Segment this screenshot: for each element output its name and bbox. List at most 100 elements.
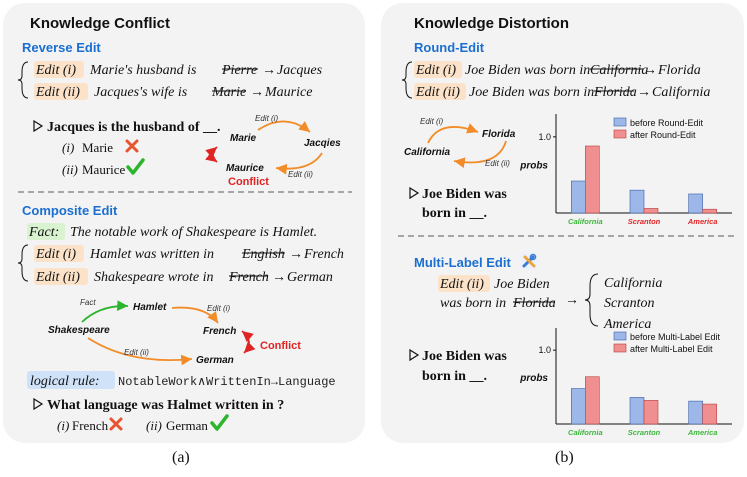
edge-round-edit-i <box>427 123 479 144</box>
panel-a-title: Knowledge Conflict <box>30 15 170 32</box>
rule-tag: logical rule: <box>30 374 100 389</box>
reverse-edit2-old: Marie <box>211 85 246 100</box>
legend-label: before Round-Edit <box>630 118 704 128</box>
composite-answer1: French <box>72 418 109 433</box>
y-tick-label: 1.0 <box>538 132 551 142</box>
edge-label-edit-i: Edit (i) <box>420 117 443 126</box>
multi-edit-text-line1: Joe Biden <box>494 277 550 292</box>
x-tick-label: Scranton <box>628 217 661 226</box>
legend-swatch <box>613 343 627 353</box>
cross-icon <box>109 417 123 431</box>
composite-edit1-text: Hamlet was written in <box>89 247 214 262</box>
bar-california-before <box>571 388 586 425</box>
legend-label: after Multi-Label Edit <box>630 344 713 354</box>
reverse-edit2-new: Maurice <box>264 85 312 100</box>
cross-icon <box>125 139 139 153</box>
edit-tag-highlight <box>34 83 88 100</box>
composite-edit2-new: German <box>287 270 333 285</box>
round-edit2-tag: Edit (ii) <box>415 85 460 100</box>
reverse-answer1: Marie <box>82 140 113 155</box>
conflict-arrow <box>241 330 256 354</box>
bar-america-before <box>688 193 703 214</box>
panel-b-caption: (b) <box>555 449 574 466</box>
edge-composite-edit-i <box>171 306 219 324</box>
node-marie: Marie <box>230 133 257 144</box>
option-scranton: Scranton <box>604 296 655 311</box>
arrow-glyph: → <box>565 293 579 308</box>
reverse-edit1-old: Pierre <box>221 63 257 78</box>
round-edit1-text: Joe Biden was born in <box>465 63 590 78</box>
legend-label: before Multi-Label Edit <box>630 332 721 342</box>
edge-label-edit-i: Edit (i) <box>255 114 278 123</box>
round-edit2-new: California <box>652 85 710 100</box>
composite-edit1-old: English <box>241 247 285 262</box>
composite-edit2-old: French <box>228 270 269 285</box>
bar-scranton-before <box>629 397 645 425</box>
arrow-glyph: → <box>250 85 264 100</box>
edge-label-fact: Fact <box>80 298 96 307</box>
round-edit-heading: Round-Edit <box>414 40 485 55</box>
reverse-edit-heading: Reverse Edit <box>22 40 101 55</box>
multi-label-edit-heading: Multi-Label Edit <box>414 255 511 270</box>
edge-edit-i <box>257 120 311 133</box>
reverse-answer1-prefix: (i) <box>62 140 74 155</box>
composite-edit-brace <box>17 244 29 282</box>
edge-round-edit-ii <box>453 140 507 169</box>
node-german: German <box>196 355 234 366</box>
edge-label-edit-ii: Edit (ii) <box>485 159 510 168</box>
composite-edit2-tag: Edit (ii) <box>35 270 80 285</box>
bar-california-before <box>571 180 586 214</box>
x-tick-label: America <box>687 428 718 437</box>
composite-question: What language was Halmet written in ? <box>47 398 284 413</box>
round-question-line2: born in __. <box>422 206 487 221</box>
round-edit1-old: California <box>590 63 648 78</box>
edit-tag-highlight <box>414 61 462 78</box>
reverse-edit1-text: Marie's husband is <box>89 63 197 78</box>
option-california: California <box>604 276 662 291</box>
arrow-glyph: → <box>272 270 286 285</box>
edit-tag-highlight <box>414 83 466 100</box>
edit-tag-highlight <box>438 275 490 292</box>
x-tick-label: California <box>568 217 603 226</box>
round-edit1-tag: Edit (i) <box>415 63 456 78</box>
bar-california-after <box>585 145 600 214</box>
y-axis-label: probs <box>519 160 548 171</box>
fact-text: The notable work of Shakespeare is Hamle… <box>70 225 317 240</box>
question-marker-icon <box>409 348 420 362</box>
question-marker-icon <box>409 186 420 200</box>
bar-scranton-before <box>629 189 645 214</box>
edge-label-edit-i: Edit (i) <box>207 304 230 313</box>
composite-answer1-prefix: (i) <box>57 418 69 433</box>
legend-label: after Round-Edit <box>630 130 696 140</box>
node-hamlet: Hamlet <box>133 302 167 313</box>
reverse-edit2-text: Jacques's wife is <box>94 85 188 100</box>
round-edit1-new: Florida <box>657 63 701 78</box>
fact-tag: Fact: <box>28 225 59 240</box>
reverse-edit1-new: Jacques <box>277 63 323 78</box>
panel-a-caption: (a) <box>172 449 190 466</box>
edit-tag-highlight <box>34 61 84 78</box>
legend-swatch <box>613 129 627 139</box>
round-edit2-text: Joe Biden was born in <box>469 85 594 100</box>
multi-edit-old: Florida <box>512 296 556 311</box>
bar-america-after <box>702 403 717 425</box>
edge-label-edit-ii: Edit (ii) <box>124 348 149 357</box>
composite-edit1-tag: Edit (i) <box>35 247 76 262</box>
panel-b-background <box>381 3 744 443</box>
composite-answer2: German <box>166 418 208 433</box>
reverse-edit-brace <box>17 61 29 99</box>
bar-america-before <box>688 400 703 425</box>
multi-edit-text-line2: was born in <box>440 296 506 311</box>
options-brace <box>584 273 599 327</box>
node-maurice: Maurice <box>226 163 264 174</box>
node-jacqies: Jacqies <box>304 138 341 149</box>
conflict-label: Conflict <box>228 176 269 188</box>
x-tick-label: America <box>687 217 718 226</box>
legend-swatch <box>613 331 627 341</box>
option-america: America <box>603 317 651 332</box>
round-question-line1: Joe Biden was <box>422 187 507 202</box>
composite-edit2-text: Shakespeare wrote in <box>94 270 214 285</box>
rule-highlight <box>27 371 115 389</box>
